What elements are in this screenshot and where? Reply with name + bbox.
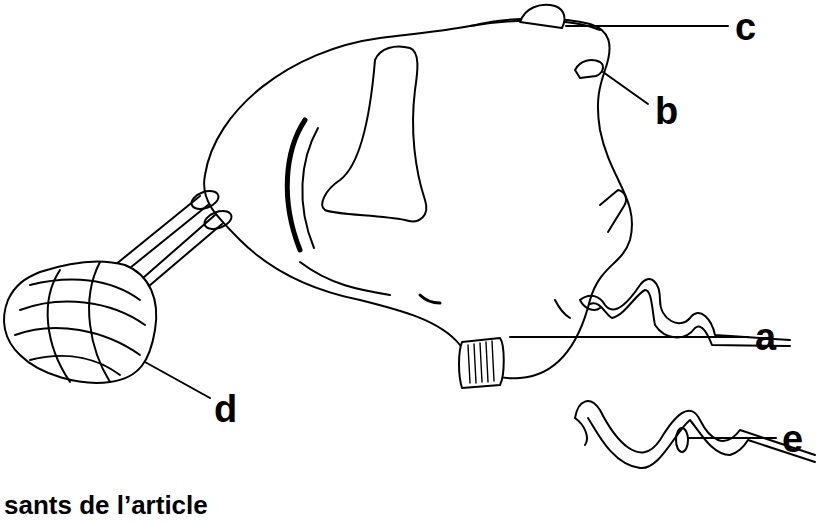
callout-letter: e	[782, 420, 803, 458]
callout-letter: a	[755, 318, 776, 356]
callout-letter: d	[214, 390, 237, 428]
callout-letter: c	[735, 8, 756, 46]
section-heading: sants de l’article	[4, 492, 208, 518]
callout-letter: b	[655, 92, 678, 130]
